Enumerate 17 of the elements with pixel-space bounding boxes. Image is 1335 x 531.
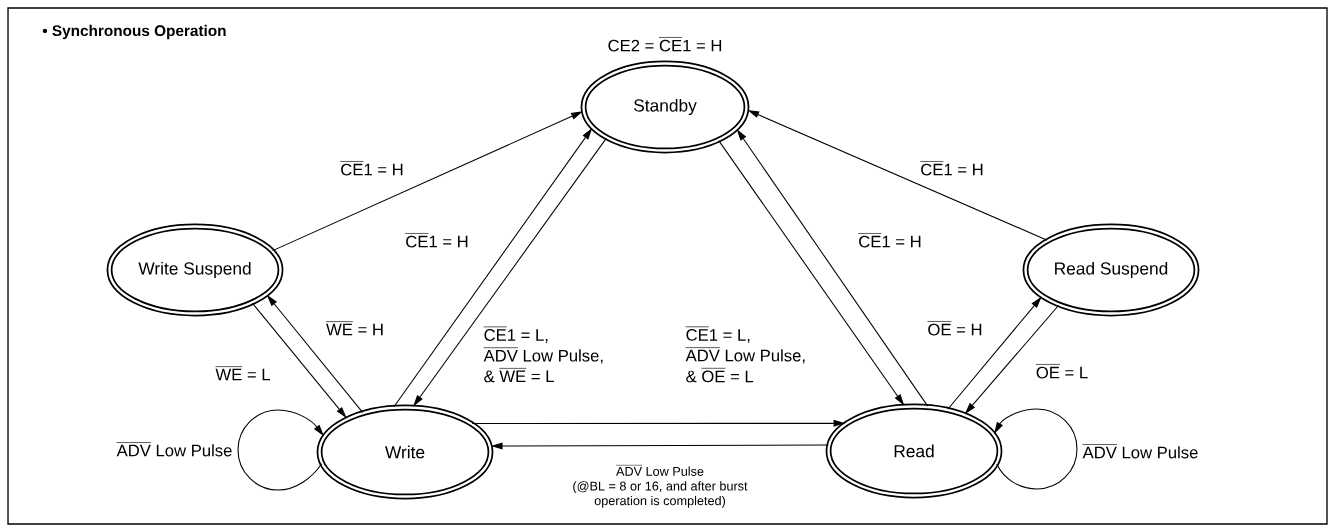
edge-label: $\overline{\text{ADV}}\text{ Low Pulse}$ [1081, 442, 1200, 460]
edge-label: $\overline{\text{CE}}\text{1 = H}$ [338, 159, 406, 177]
edge-label: $\overline{\text{CE}}\text{1 = H}$ [403, 231, 471, 249]
edge-label: $\overline{\text{OE}}\text{ = L}$ [1034, 362, 1090, 380]
edge-label: $\overline{\text{OE}}\text{ = H}$ [926, 319, 984, 337]
edge-label: $\overline{\text{CE}}\text{1 = H}$ [856, 231, 924, 249]
edge-label: $\overline{\text{WE}}\text{ = L}$ [214, 364, 272, 382]
loop-arrow [237, 409, 324, 491]
condition-label: $\text{CE2 = }\overline{\text{CE}}\text{1 = H}$ [608, 37, 722, 52]
edge-label: $\overline{\text{WE}}\text{ = H}$ [324, 319, 386, 337]
edge-label: $\begin{array}{@{}l@{}}\overline{\text{CE}}\text{1 = L,}\\\overline{\text{ADV}}\text{ Low Pulse,}\\\text{\& }\overline{\text{OE}}\text{ = L}\end{array}$ [684, 324, 808, 390]
edge-label: $\overline{\text{CE}}\text{1 = H}$ [918, 159, 986, 177]
loop-arrow [994, 408, 1078, 490]
title: • Synchronous Operation [42, 24, 226, 40]
edge-label: $\begin{array}{@{}c@{}}\overline{\text{ADV}}\text{ Low Pulse}\\\text{(@BL = 8 or 16, and after burst}\\\text{operation is completed)}\end{array}$ [571, 463, 749, 511]
edge-label: $\overline{\text{ADV}}\text{ Low Pulse}$ [115, 440, 234, 458]
edge-label: $\begin{array}{@{}l@{}}\overline{\text{CE}}\text{1 = L,}\\\overline{\text{ADV}}\text{ Low Pulse,}\\\text{\& }\overline{\text{WE}}\text{ = L}\end{array}$ [482, 324, 606, 390]
